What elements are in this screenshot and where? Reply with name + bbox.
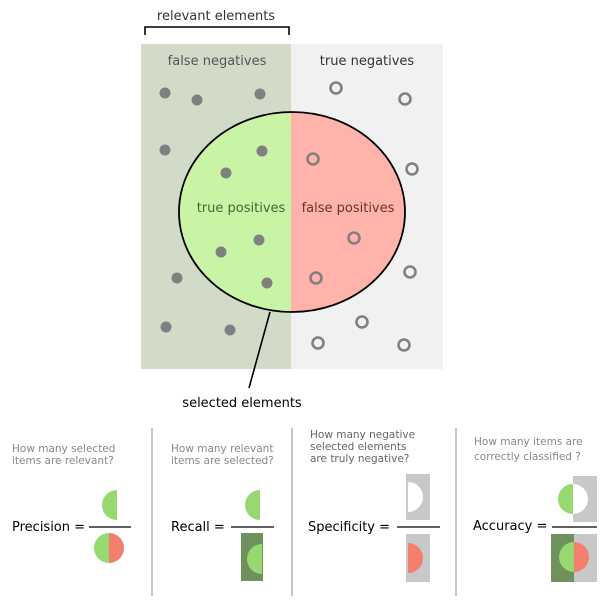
negative-dot [405, 162, 419, 176]
precision-denominator-green [94, 533, 109, 563]
true-positives-area [179, 112, 291, 312]
relevant-dot [256, 145, 268, 157]
selected-elements-label: selected elements [182, 396, 302, 411]
recall-question-line2: items are selected? [171, 455, 274, 467]
negative-dots [306, 81, 419, 352]
accuracy-label: Accuracy = [473, 519, 547, 534]
relevant-bracket [144, 26, 290, 35]
negative-dot [309, 271, 323, 285]
accuracy-denominator-green [559, 542, 574, 572]
negative-dot [329, 81, 343, 95]
accuracy-numerator-green [558, 484, 573, 514]
true-negatives-label: true negatives [320, 54, 415, 69]
negative-dot [403, 265, 417, 279]
recall-panel: How many relevant items are selected? Re… [171, 443, 274, 581]
specificity-numerator-shape [408, 482, 423, 512]
negative-dot [355, 315, 369, 329]
specificity-question-line2: selected elements [310, 441, 406, 453]
relevant-dot [160, 321, 172, 333]
negative-dot [347, 231, 361, 245]
relevant-dots [159, 87, 273, 336]
relevant-dot [253, 234, 265, 246]
negative-dot [306, 152, 320, 166]
relevant-dot [254, 88, 266, 100]
metric-dividers [151, 428, 457, 596]
accuracy-numerator-white [573, 484, 588, 514]
relevant-elements-label: relevant elements [157, 9, 275, 24]
specificity-panel: How many negative selected elements are … [308, 429, 440, 582]
selected-ellipse [178, 111, 406, 313]
relevant-dot [224, 324, 236, 336]
selected-pointer-line [248, 311, 271, 389]
false-positives-area [291, 112, 405, 312]
specificity-question-line1: How many negative [310, 429, 415, 441]
relevant-dot [261, 277, 273, 289]
relevant-dot [215, 246, 227, 258]
specificity-denominator-shape [408, 543, 423, 573]
negative-dot [397, 338, 411, 352]
accuracy-question-line1: How many items are [474, 436, 583, 448]
specificity-label: Specificity = [308, 520, 390, 535]
negative-dot [311, 336, 325, 350]
false-positives-label: false positives [302, 201, 395, 216]
relevant-dot [220, 167, 232, 179]
precision-panel: How many selected items are relevant? Pr… [12, 443, 131, 563]
negative-dot [398, 92, 412, 106]
accuracy-denominator-red [574, 542, 589, 572]
recall-label: Recall = [171, 520, 225, 535]
recall-question-line1: How many relevant [171, 443, 273, 455]
precision-question-line1: How many selected [12, 443, 115, 455]
specificity-question-line3: are truly negative? [310, 453, 409, 465]
precision-question-line2: items are relevant? [12, 455, 114, 467]
accuracy-question-line2: correctly classified ? [474, 451, 581, 463]
relevant-dot [159, 144, 171, 156]
false-negatives-label: false negatives [168, 54, 267, 69]
recall-numerator-shape [245, 490, 260, 520]
relevant-dot [191, 94, 203, 106]
accuracy-panel: How many items are correctly classified … [473, 436, 597, 582]
relevant-dot [159, 87, 171, 99]
precision-numerator-shape [102, 490, 117, 520]
relevant-dot [171, 272, 183, 284]
recall-denominator-shape [247, 544, 262, 574]
true-positives-label: true positives [197, 201, 286, 216]
precision-denominator-red [109, 533, 124, 563]
precision-label: Precision = [12, 520, 85, 535]
